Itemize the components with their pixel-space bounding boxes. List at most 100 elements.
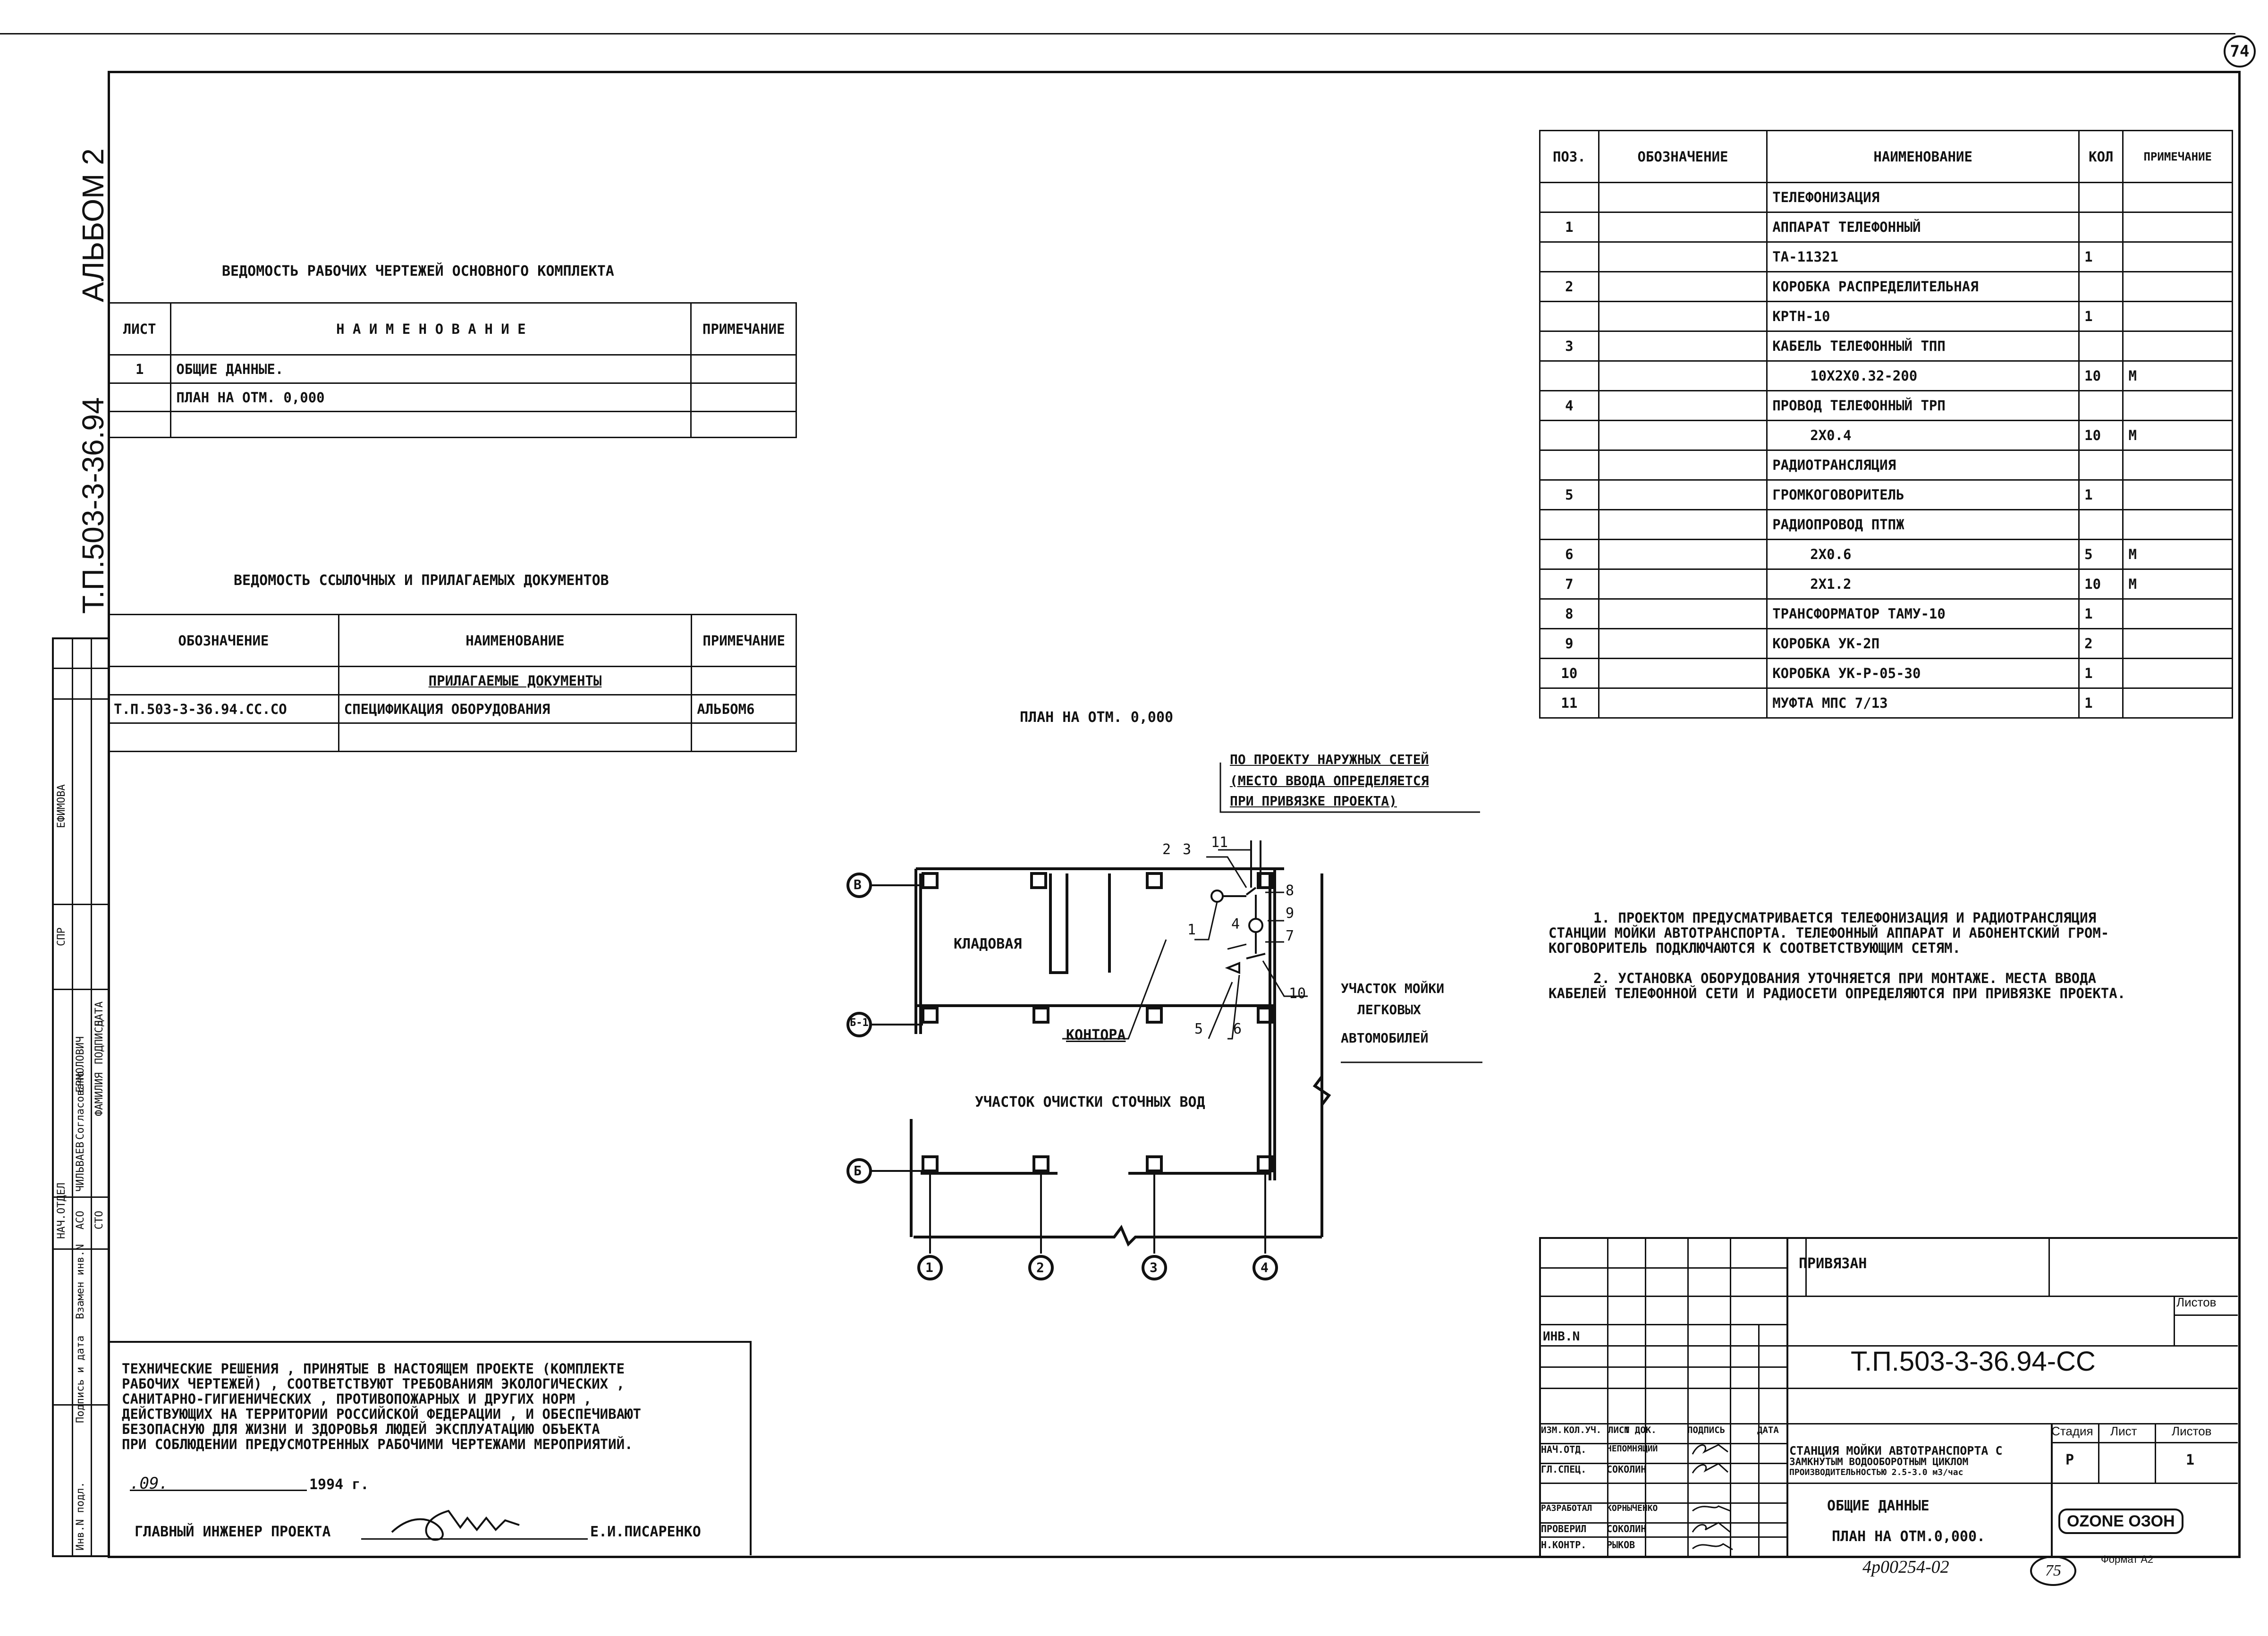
tech-statement-box — [108, 1341, 752, 1555]
spec-cell — [1598, 658, 1768, 689]
tb-stage: Р — [2065, 1452, 2074, 1468]
name-ermolovich: ЕРМОЛОВИЧ — [75, 1036, 86, 1093]
row-sto: СТО — [93, 1211, 105, 1229]
spec-cell: 1 — [2078, 241, 2124, 272]
spec-cell — [2122, 271, 2233, 302]
note-line-3: КОГОВОРИТЕЛЬ ПОДКЛЮЧАЮТСЯ К СООТВЕТСТВУЮ… — [1549, 940, 1961, 956]
spec-head-note: ПРИМЕЧАНИЕ — [2122, 130, 2233, 183]
doc-subheader: ПРИЛАГАЕМЫЕ ДОКУМЕНТЫ — [338, 666, 693, 695]
table-row: 1 ОБЩИЕ ДАННЫЕ. — [107, 354, 797, 384]
spec-cell — [1598, 182, 1768, 213]
callout-6: 6 — [1233, 1021, 1242, 1037]
specification-table: ПОЗ. ОБОЗНАЧЕНИЕ НАИМЕНОВАНИЕ КОЛ ПРИМЕЧ… — [1539, 130, 2233, 719]
tb-col-izm: ИЗМ. — [1541, 1425, 1563, 1435]
spec-cell — [1598, 628, 1768, 659]
spec-cell: 3 — [1539, 331, 1599, 362]
spec-cell — [2122, 331, 2233, 362]
spec-cell — [1598, 539, 1768, 570]
spec-cell — [2078, 182, 2124, 213]
callout-11: 11 — [1211, 834, 1228, 851]
drawings-list-title: ВЕДОМОСТЬ РАБОЧИХ ЧЕРТЕЖЕЙ ОСНОВНОГО КОМ… — [222, 263, 614, 280]
note-line-5: КАБЕЛЕЙ ТЕЛЕФОННОЙ СЕТИ И РАДИОСЕТИ ОПРЕ… — [1549, 985, 2126, 1001]
tb-object-1: СТАНЦИЯ МОЙКИ АВТОТРАНСПОРТА С — [1789, 1444, 2003, 1458]
note-line-4: 2. УСТАНОВКА ОБОРУДОВАНИЯ УТОЧНЯЕТСЯ ПРИ… — [1593, 970, 2097, 986]
tb-col-date: ДАТА — [1757, 1425, 1779, 1435]
spec-cell — [1539, 449, 1599, 481]
spec-cell — [1598, 420, 1768, 451]
spec-cell — [1598, 509, 1768, 540]
spec-head-qty: КОЛ — [2078, 130, 2124, 183]
spec-cell — [2078, 271, 2124, 302]
tb-object-2: ЗАМКНУТЫМ ВОДООБОРОТНЫМ ЦИКЛОМ — [1789, 1456, 1969, 1467]
table-row: ПЛАН НА ОТМ. 0,000 — [107, 382, 797, 412]
spec-cell — [1598, 331, 1768, 362]
dl-cell — [690, 411, 797, 438]
doc-cell: Т.П.503-3-36.94.СС.СО — [108, 694, 339, 724]
tech-date-year: 1994 г. — [309, 1476, 369, 1493]
table-row — [107, 411, 797, 438]
axis-col-2: 2 — [1036, 1260, 1044, 1275]
spec-cell: М — [2122, 568, 2233, 600]
spec-cell — [1539, 182, 1599, 213]
spec-cell: 11 — [1539, 687, 1599, 719]
doc-cell — [108, 722, 339, 752]
spec-cell — [1598, 212, 1768, 243]
doc-cell — [691, 666, 797, 695]
room-office: КОНТОРА — [1066, 1027, 1126, 1043]
table-row: ПРИЛАГАЕМЫЕ ДОКУМЕНТЫ — [108, 666, 797, 695]
title-block — [1539, 1237, 2238, 1556]
spec-cell — [2078, 212, 2124, 243]
spec-cell: АППАРАТ ТЕЛЕФОННЫЙ — [1766, 212, 2080, 243]
callout-4: 4 — [1231, 916, 1240, 932]
spec-cell — [2122, 598, 2233, 629]
dl-cell — [690, 382, 797, 412]
docs-list-table: ОБОЗНАЧЕНИЕ НАИМЕНОВАНИЕ ПРИМЕЧАНИЕ ПРИЛ… — [108, 614, 797, 752]
spec-cell: 1 — [2078, 658, 2124, 689]
chief-label: ГЛАВНЫЙ ИНЖЕНЕР ПРОЕКТА — [135, 1524, 331, 1540]
tb-doc-2: ПЛАН НА ОТМ.0,000. — [1832, 1528, 1986, 1545]
note-line-1: 1. ПРОЕКТОМ ПРЕДУСМАТРИВАЕТСЯ ТЕЛЕФОНИЗА… — [1593, 910, 2097, 926]
spec-cell: МУФТА МПС 7/13 — [1766, 687, 2080, 719]
tb-role-0: НАЧ.ОТД. — [1541, 1444, 1587, 1455]
tb-stage-label: Стадия — [2051, 1424, 2093, 1438]
tb-doc-1: ОБЩИЕ ДАННЫЕ — [1827, 1498, 1929, 1514]
side-stamp: ЕФИМОВА СПР Согласовано ФАМИЛИЯ ПОДПИСЬ … — [52, 637, 110, 1557]
spec-head-code: ОБОЗНАЧЕНИЕ — [1598, 130, 1768, 183]
spec-cell — [2122, 687, 2233, 719]
tb-col-doc: N ДОК. — [1624, 1425, 1657, 1435]
spec-cell: М — [2122, 539, 2233, 570]
doc-cell — [338, 722, 693, 752]
spec-cell: 9 — [1539, 628, 1599, 659]
spr-label: СПР — [56, 927, 68, 946]
tech-line-6: ПРИ СОБЛЮДЕНИИ ПРЕДУСМОТРЕННЫХ РАБОЧИМИ … — [122, 1436, 633, 1452]
dl-cell — [107, 382, 172, 412]
spec-cell — [2122, 390, 2233, 421]
spec-cell — [1539, 509, 1599, 540]
dl-cell: 1 — [107, 354, 172, 384]
tb-role-4: ПРОВЕРИЛ — [1541, 1523, 1587, 1534]
ext-note-1: ПО ПРОЕКТУ НАРУЖНЫХ СЕТЕЙ — [1230, 752, 1429, 767]
tb-sheets: 1 — [2186, 1452, 2195, 1468]
spec-cell — [1598, 390, 1768, 421]
spec-cell: 2Х1.2 — [1766, 568, 2080, 600]
tb-sheet-label: Лист — [2110, 1424, 2137, 1438]
callout-2: 2 — [1162, 841, 1171, 858]
callout-7: 7 — [1286, 928, 1295, 944]
room-storage: КЛАДОВАЯ — [954, 936, 1022, 952]
dl-cell — [690, 354, 797, 384]
doc-head-code: ОБОЗНАЧЕНИЕ — [108, 614, 339, 667]
spec-cell — [2078, 331, 2124, 362]
spec-head-name: НАИМЕНОВАНИЕ — [1766, 130, 2080, 183]
inv-orig-label: Инв.N подл. — [75, 1482, 86, 1551]
spec-cell: ТА-11321 — [1766, 241, 2080, 272]
